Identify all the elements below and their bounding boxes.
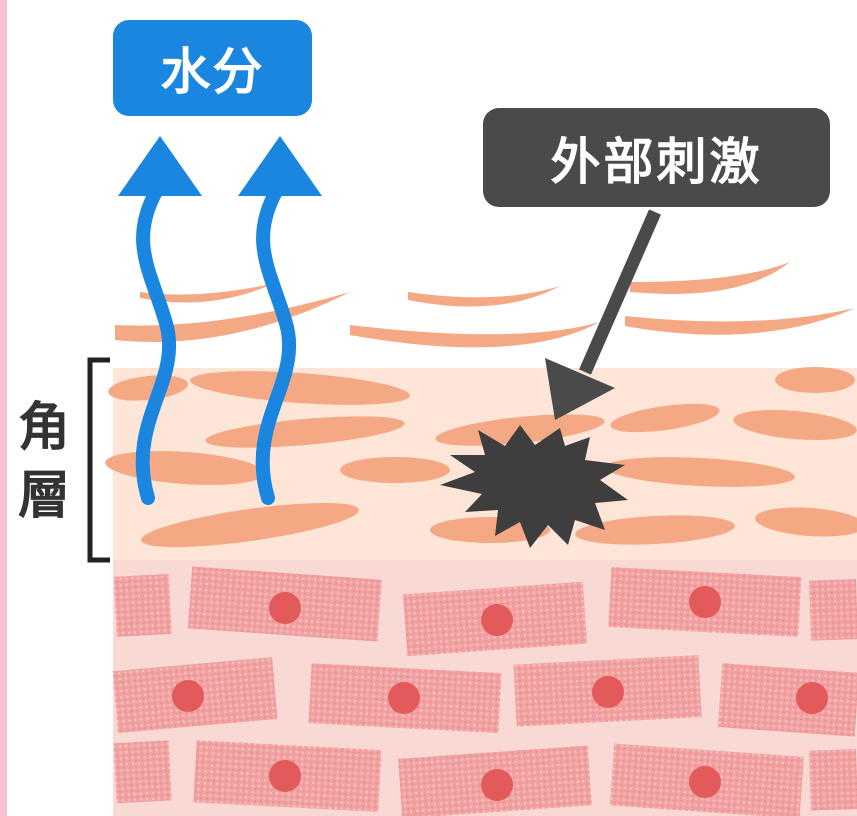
water-arrowhead-left [118,136,202,196]
stratum-corneum-bracket [87,357,110,563]
water-evaporation-arrows [135,181,297,505]
stratum-corneum-label-1: 角 [17,398,70,458]
upper-flakes [115,262,855,348]
stimulus-arrowhead [545,358,615,420]
external-stimulus-label: 外部刺激 [483,108,830,207]
left-border-rule [0,0,7,816]
stratum-corneum-label-2: 層 [17,466,70,526]
water-arrowhead-right [238,136,322,196]
damage-burst [440,425,628,548]
stimulus-arrow-shaft [579,209,661,375]
cell-nuclei [172,586,828,801]
water-label: 水分 [113,20,312,116]
